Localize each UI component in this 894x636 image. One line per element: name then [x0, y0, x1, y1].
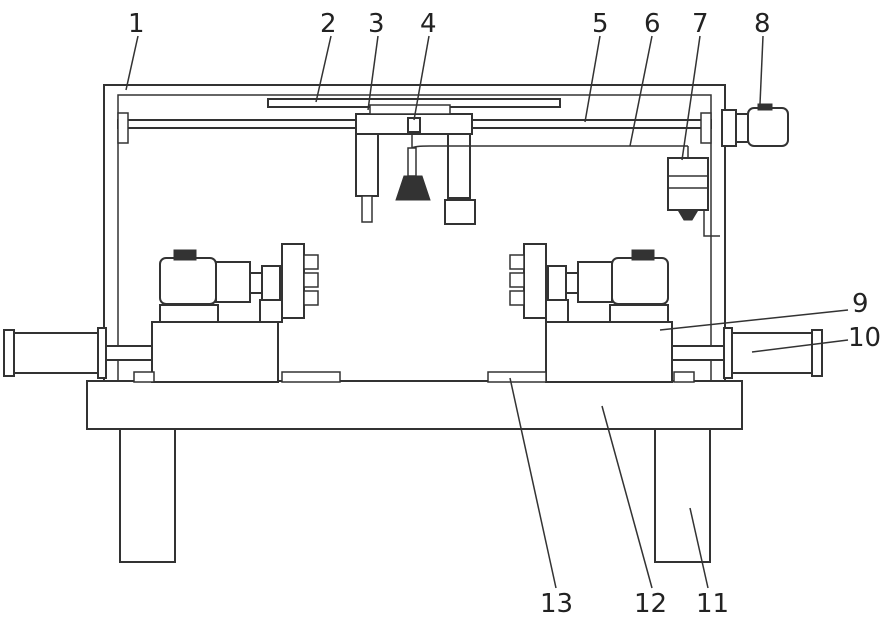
label-7: 7 — [692, 9, 709, 39]
right-push-flange — [723, 327, 733, 379]
nozzle-block — [407, 117, 421, 133]
right-jaw-2 — [509, 272, 525, 288]
right-push-rod — [671, 345, 729, 361]
motor-flange — [721, 109, 737, 147]
right-clamp-base — [545, 321, 673, 383]
label-4: 4 — [420, 9, 437, 39]
left-motor-mount — [159, 304, 219, 323]
left-rail-pad-1 — [133, 371, 155, 383]
right-jaw-3 — [509, 290, 525, 306]
right-cylinder — [447, 133, 471, 199]
right-shaft — [565, 272, 579, 294]
left-motor-box — [173, 249, 197, 261]
right-leg — [654, 424, 711, 563]
left-clamp-base — [151, 321, 279, 383]
collector-valve — [677, 209, 699, 221]
left-support — [259, 299, 283, 323]
right-motor-mount — [609, 304, 669, 323]
left-jaw-1 — [303, 254, 319, 270]
left-push-cylinder — [11, 332, 105, 374]
left-push-flange — [97, 327, 107, 379]
right-coupling — [547, 265, 567, 301]
table-top — [86, 380, 743, 430]
right-rail-pad — [487, 371, 547, 383]
motor-body — [747, 107, 789, 147]
right-push-cap — [811, 329, 823, 377]
label-3: 3 — [368, 9, 385, 39]
right-jaw-1 — [509, 254, 525, 270]
slider-top — [369, 104, 451, 115]
right-gearbox — [577, 261, 613, 303]
label-9: 9 — [852, 289, 869, 319]
right-support — [545, 299, 569, 323]
left-gearbox — [215, 261, 251, 303]
left-push-rod — [103, 345, 153, 361]
right-push-cylinder — [727, 332, 815, 374]
left-motor — [159, 257, 217, 305]
label-2: 2 — [320, 9, 337, 39]
label-11: 11 — [696, 589, 729, 619]
left-leg — [119, 424, 176, 563]
right-rail-pad-2 — [673, 371, 695, 383]
left-push-cap — [3, 329, 15, 377]
label-10: 10 — [848, 323, 881, 353]
right-chuck — [523, 243, 547, 319]
rail-right-bracket — [700, 112, 712, 144]
label-5: 5 — [592, 9, 609, 39]
left-chuck — [281, 243, 305, 319]
left-rail-pad-2 — [281, 371, 341, 383]
left-cylinder-rod — [361, 195, 373, 223]
right-motor — [611, 257, 669, 305]
right-cylinder-head — [444, 199, 476, 225]
label-12: 12 — [634, 589, 667, 619]
left-jaw-3 — [303, 290, 319, 306]
label-6: 6 — [644, 9, 661, 39]
rail-left-bracket — [117, 112, 129, 144]
left-shaft — [249, 272, 263, 294]
motor-coupling — [735, 113, 749, 143]
left-jaw-2 — [303, 272, 319, 288]
label-1: 1 — [128, 9, 145, 39]
label-8: 8 — [754, 9, 771, 39]
label-13: 13 — [540, 589, 573, 619]
left-coupling — [261, 265, 281, 301]
motor-box — [757, 103, 773, 111]
collector-tank — [667, 157, 709, 211]
nozzle-stem — [407, 147, 417, 177]
left-cylinder — [355, 133, 379, 197]
right-motor-box — [631, 249, 655, 261]
